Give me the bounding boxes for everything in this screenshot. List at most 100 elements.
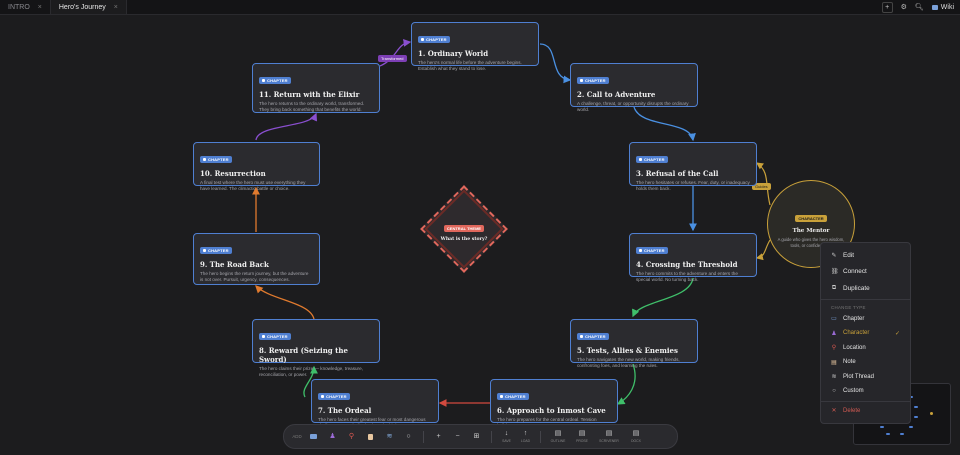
chapter-badge: CHAPTER: [497, 393, 529, 400]
menu-type-chapter[interactable]: ▭Chapter: [821, 312, 910, 327]
menu-item-duplicate[interactable]: ⧉ Duplicate: [821, 280, 910, 297]
chapter-badge: CHAPTER: [577, 77, 609, 84]
fit-view-button[interactable]: ⊞: [467, 426, 486, 448]
add-custom-button[interactable]: ○: [399, 426, 418, 448]
menu-type-character[interactable]: ♟Character✓: [821, 326, 910, 341]
menu-label: Location: [843, 344, 866, 351]
node-description: The hero commits to the adventure and en…: [636, 271, 738, 283]
chapter-node-9[interactable]: CHAPTER 9. The Road Back The hero begins…: [193, 233, 320, 285]
export-scrivener-button[interactable]: ▤SCRIVENER: [594, 426, 624, 448]
node-title: 7. The Ordeal: [318, 406, 372, 415]
menu-label: Duplicate: [843, 284, 870, 292]
chapter-node-11[interactable]: CHAPTER 11. Return with the Elixir The h…: [252, 63, 380, 113]
badge-label: CHAPTER: [505, 394, 526, 399]
save-button[interactable]: ↓SAVE: [497, 426, 516, 448]
menu-label: Delete: [843, 407, 861, 414]
add-label: ADD: [292, 434, 302, 439]
document-icon: ▤: [605, 430, 613, 437]
chapter-node-2[interactable]: CHAPTER 2. Call to Adventure A challenge…: [570, 63, 698, 112]
tool-label: LOAD: [520, 439, 531, 443]
document-icon: ▤: [554, 430, 562, 437]
node-description: The hero claims their prize — knowledge,…: [259, 366, 363, 378]
chapter-node-5[interactable]: CHAPTER 5. Tests, Allies & Enemies The h…: [570, 319, 698, 368]
tool-label: OUTLINE: [550, 439, 566, 443]
character-badge: CHARACTER: [795, 215, 827, 222]
pin-icon: ⚲: [348, 432, 355, 440]
zoom-out-button[interactable]: −: [448, 426, 467, 448]
edge-label-transformed[interactable]: Transformed: [378, 55, 407, 62]
chapter-node-1[interactable]: CHAPTER 1. Ordinary World The hero's nor…: [411, 22, 539, 71]
chapter-node-7[interactable]: CHAPTER 7. The Ordeal The hero faces the…: [311, 379, 439, 428]
book-icon: [321, 395, 324, 398]
add-location-button[interactable]: ⚲: [342, 426, 361, 448]
badge-label: CHAPTER: [426, 37, 447, 42]
add-character-button[interactable]: ♟: [323, 426, 342, 448]
book-icon: [931, 4, 938, 10]
chapter-node-8[interactable]: CHAPTER 8. Reward (Seizing the Sword) Th…: [252, 319, 380, 377]
person-icon: ♟: [831, 330, 837, 337]
chapter-node-6[interactable]: CHAPTER 6. Approach to Inmost Cave The h…: [490, 379, 618, 428]
edge-1-2: [539, 43, 572, 84]
menu-type-location[interactable]: ⚲Location: [821, 341, 910, 356]
badge-label: CHAPTER: [644, 248, 665, 253]
menu-label: Chapter: [843, 315, 865, 322]
tab-label: INTRO: [8, 3, 30, 11]
menu-section-title: CHANGE TYPE: [831, 304, 866, 310]
close-icon[interactable]: ×: [113, 3, 118, 11]
menu-type-note[interactable]: ▤Note: [821, 355, 910, 370]
chapter-badge: CHAPTER: [318, 393, 350, 400]
person-icon: ♟: [329, 432, 336, 440]
badge-label: CHAPTER: [644, 157, 665, 162]
character-description: A guide who gives the hero wisdom, tools…: [777, 237, 845, 248]
node-title: 11. Return with the Elixir: [259, 90, 360, 99]
menu-label: Plot Thread: [843, 373, 874, 380]
chapter-node-4[interactable]: CHAPTER 4. Crossing the Threshold The he…: [629, 233, 757, 282]
book-icon: [262, 335, 265, 338]
node-title: 9. The Road Back: [200, 260, 269, 269]
search-icon[interactable]: 🔍︎: [914, 4, 924, 11]
download-icon: ↓: [504, 430, 509, 437]
note-icon: ▤: [831, 359, 837, 366]
add-plot-thread-button[interactable]: ≋: [380, 426, 399, 448]
circle-icon: ○: [406, 432, 411, 440]
export-prose-button[interactable]: ▤PROSE: [570, 426, 594, 448]
chapter-badge: CHAPTER: [259, 77, 291, 84]
copy-icon: ⧉: [831, 284, 837, 291]
edge-11-1: [379, 39, 412, 67]
node-title: 3. Refusal of the Call: [636, 169, 719, 178]
edge-label-guides[interactable]: Guides: [752, 183, 771, 190]
close-icon[interactable]: ×: [37, 3, 42, 11]
document-icon: ▤: [632, 430, 640, 437]
tool-label: PROSE: [576, 439, 588, 443]
chapter-node-10[interactable]: CHAPTER 10. Resurrection A final test wh…: [193, 142, 320, 191]
edge-8-9: [255, 285, 315, 320]
menu-type-plot-thread[interactable]: ≋Plot Thread: [821, 370, 910, 385]
wiki-button[interactable]: Wiki: [931, 4, 954, 11]
central-theme-content: CENTRAL THEME What is the story?: [424, 217, 504, 242]
export-outline-button[interactable]: ▤ OUTLINE: [546, 426, 570, 448]
load-button[interactable]: ↑LOAD: [516, 426, 535, 448]
add-chapter-button[interactable]: [304, 426, 323, 448]
add-button[interactable]: +: [881, 1, 893, 13]
grid-icon: ⊞: [473, 432, 480, 440]
zoom-in-button[interactable]: +: [429, 426, 448, 448]
toolbar-divider: [540, 430, 541, 443]
book-icon: [203, 158, 206, 161]
book-icon: [580, 335, 583, 338]
add-note-button[interactable]: [361, 426, 380, 448]
tab-heros-journey[interactable]: Hero's Journey ×: [49, 0, 127, 14]
tab-intro[interactable]: INTRO ×: [0, 0, 50, 14]
thread-icon: ≋: [386, 432, 393, 440]
node-description: The hero returns to the ordinary world, …: [259, 101, 365, 113]
export-docx-button[interactable]: ▤DOCX: [624, 426, 648, 448]
menu-item-edit[interactable]: ✎Edit: [821, 247, 910, 264]
minimap-node: [914, 406, 918, 408]
menu-item-connect[interactable]: ⛓Connect: [821, 264, 910, 281]
menu-type-custom[interactable]: ○Custom: [821, 384, 910, 399]
gear-icon[interactable]: ⚙: [900, 4, 907, 11]
edge-5-6: [616, 363, 636, 405]
minimap-node: [909, 426, 913, 428]
minimap-node: [914, 416, 918, 418]
chapter-node-3[interactable]: CHAPTER 3. Refusal of the Call The hero …: [629, 142, 757, 191]
menu-item-delete[interactable]: ✕Delete: [821, 404, 910, 419]
